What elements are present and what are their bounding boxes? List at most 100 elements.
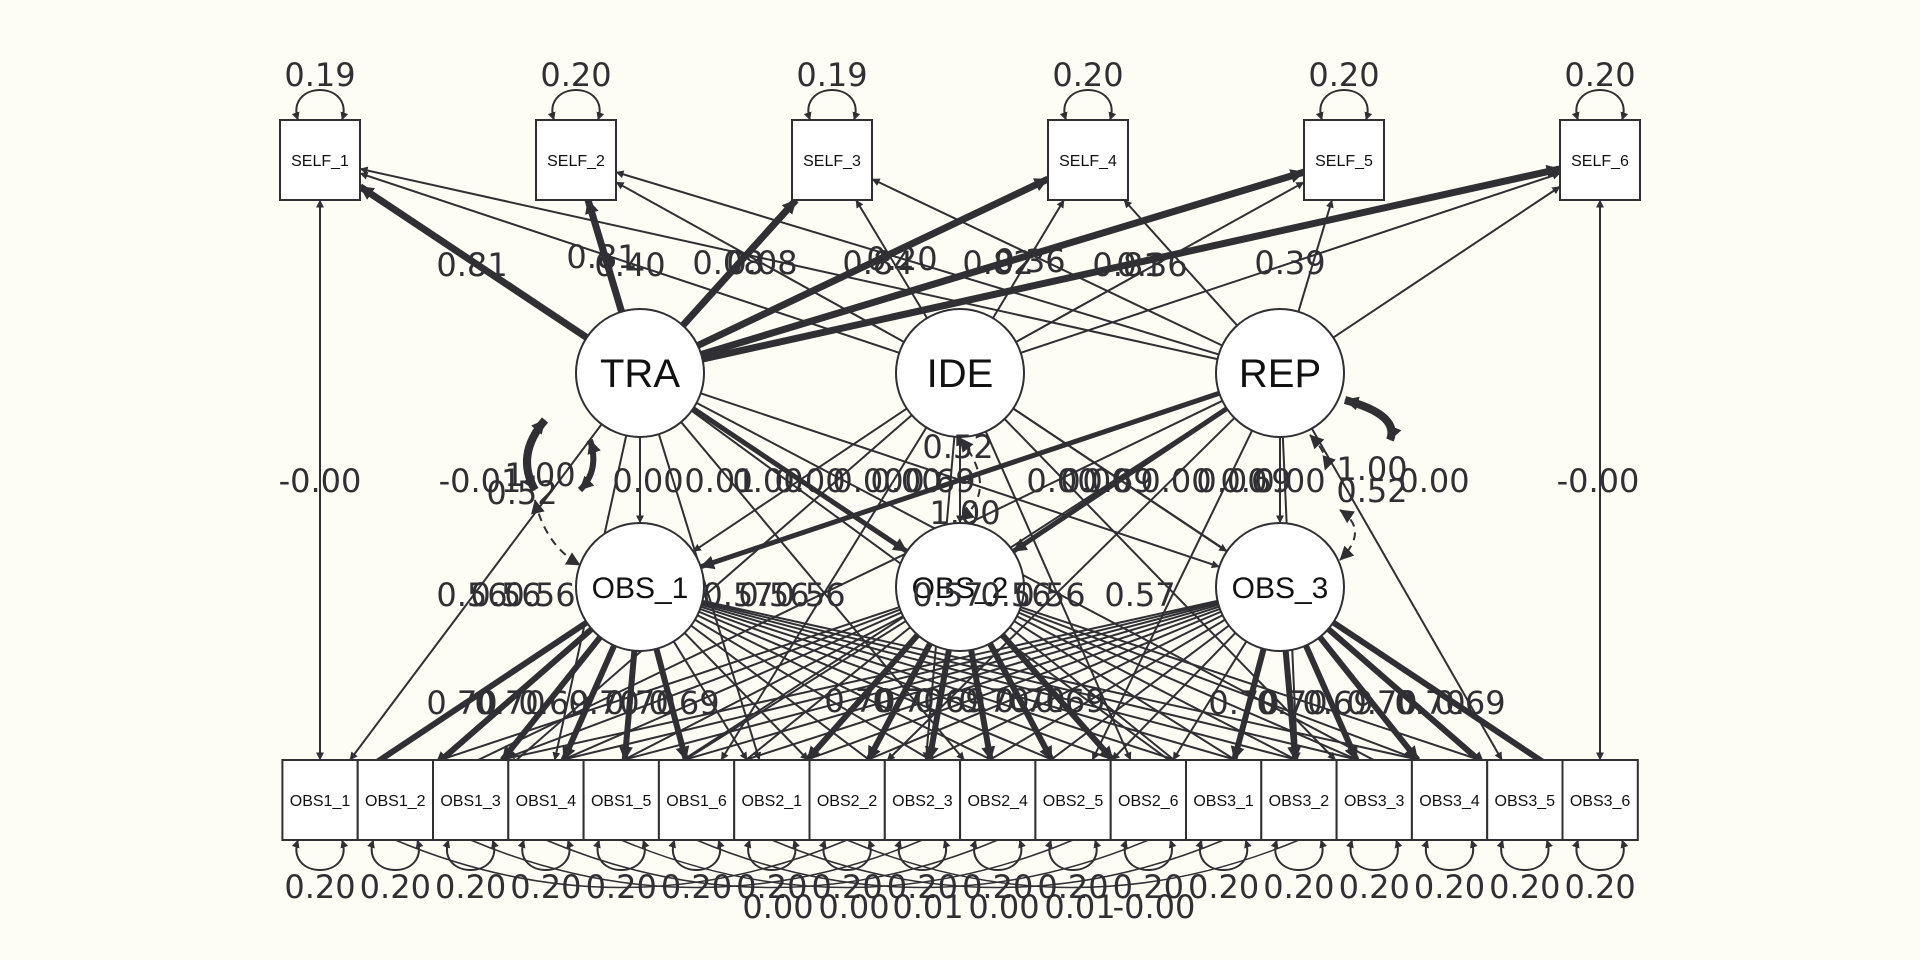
loading-path — [672, 640, 748, 761]
self-indicator-box — [535, 119, 617, 201]
coefficient-label: -0.01 — [439, 462, 522, 500]
obs-factor-node — [1215, 522, 1345, 652]
obs-indicator-box — [1260, 759, 1338, 841]
obs-factor-node — [575, 522, 705, 652]
obs-indicator-box — [959, 759, 1037, 841]
coefficient-label: 0.20 — [435, 868, 506, 906]
residual-variance-arc — [668, 839, 725, 871]
residual-variance-arc — [818, 839, 876, 871]
coefficient-label: 0.69 — [1034, 682, 1105, 720]
coefficient-label: 0.20 — [962, 868, 1033, 906]
obs-indicator-label: OBS3_3 — [1344, 793, 1405, 810]
coefficient-label: 0.20 — [866, 240, 937, 278]
loading-path — [358, 619, 589, 776]
coefficient-label: 0.70 — [1394, 684, 1465, 722]
coefficient-label: 0.01 — [892, 888, 963, 926]
cross-loading-path — [1003, 418, 1337, 761]
cross-loading-path — [509, 414, 913, 766]
coefficient-label: 0.81 — [566, 238, 637, 276]
coefficient-label: 0.20 — [1037, 868, 1108, 906]
residual-variance-arc — [1571, 89, 1629, 121]
residual-variance-arc — [517, 839, 575, 871]
loading-path — [683, 632, 809, 761]
coefficient-label: 0.52 — [486, 474, 557, 512]
loading-path — [701, 601, 1486, 793]
cross-loading-path — [1091, 430, 1253, 761]
latent-factor-label: IDE — [927, 352, 994, 396]
coefficient-label: 0.20 — [811, 868, 882, 906]
coefficient-label: 0.20 — [736, 868, 807, 906]
obs-indicator-box — [432, 759, 510, 841]
loading-path — [680, 197, 799, 328]
residual-variance-arc — [743, 839, 800, 871]
obs-indicator-box — [1185, 759, 1263, 841]
residual-variance-arc — [1059, 89, 1117, 121]
residual-variance-arc — [969, 839, 1026, 871]
self-indicator-label: SELF_3 — [803, 153, 861, 170]
residual-covariance-arc — [545, 839, 998, 889]
obs-indicator-label: OBS2_5 — [1043, 793, 1104, 810]
coefficient-label: 0.69 — [914, 682, 985, 720]
coefficient-label: 0.20 — [1188, 868, 1259, 906]
loading-path — [1317, 635, 1421, 762]
residual-variance-arc — [442, 839, 499, 871]
loading-path — [1037, 624, 1230, 771]
coefficient-label: 0.70 — [1346, 684, 1417, 722]
obs-indicator-label: OBS3_1 — [1193, 793, 1254, 810]
coefficient-label: 0.19 — [796, 56, 867, 94]
latent-factor-label: REP — [1239, 352, 1321, 396]
loading-path — [1018, 611, 1410, 784]
coefficient-label: 0.84 — [842, 244, 913, 282]
obs-indicator-label: OBS1_1 — [290, 793, 351, 810]
coefficient-label: 0.00 — [1254, 462, 1325, 500]
cross-loading-path — [657, 433, 762, 761]
coefficient-label: 0.08 — [726, 244, 797, 282]
factor-variance-arc — [1343, 396, 1402, 442]
loading-path — [359, 166, 1218, 361]
obs-indicator-box — [507, 759, 585, 841]
coefficient-label: 0.00 — [818, 888, 889, 926]
coefficient-label: 0.20 — [1113, 868, 1184, 906]
loading-path — [855, 199, 928, 319]
coefficient-label: 0.69 — [1220, 462, 1291, 500]
loading-path — [1172, 640, 1248, 761]
loading-path — [961, 618, 1226, 778]
loading-path — [1020, 171, 1561, 354]
self-indicator-box — [791, 119, 873, 201]
loading-path — [358, 183, 589, 341]
coefficient-label: 0.00 — [732, 462, 803, 500]
residual-covariance-arc — [696, 839, 1149, 889]
coefficient-label: 0.57 — [702, 576, 773, 614]
coefficient-label: 0.39 — [1254, 244, 1325, 282]
loading-path — [653, 648, 690, 761]
obs-indicator-box — [657, 759, 736, 841]
obs-indicator-label: OBS1_2 — [365, 793, 426, 810]
path-lines — [291, 89, 1629, 889]
coefficient-label: 0.20 — [586, 868, 657, 906]
coefficient-label: 0.70 — [872, 682, 943, 720]
cross-loading-path — [1310, 428, 1503, 761]
coefficient-label: 0.20 — [1339, 868, 1410, 906]
coefficient-label: 0.52 — [922, 428, 993, 466]
coefficient-label: 0.70 — [1208, 684, 1279, 722]
coefficient-label: 0.00 — [1140, 462, 1211, 500]
obs-indicator-label: OBS2_6 — [1118, 793, 1179, 810]
loading-path — [560, 644, 617, 762]
coefficient-label: 0.36 — [1116, 246, 1187, 284]
coefficient-label: 0.00 — [968, 888, 1039, 926]
loading-path — [694, 618, 959, 778]
loading-path — [433, 626, 594, 768]
cross-loading-path — [886, 417, 1236, 762]
coefficient-label: 0.40 — [594, 246, 665, 284]
coefficient-label: 0.00 — [742, 888, 813, 926]
coefficient-label: -0.00 — [1113, 888, 1196, 926]
obs-indicator-label: OBS1_4 — [516, 793, 577, 810]
obs-factor-label: OBS_2 — [912, 572, 1009, 605]
covariance-arc — [531, 499, 581, 566]
coefficient-label: 0.20 — [1564, 56, 1635, 94]
residual-variance-arc — [1315, 89, 1373, 121]
loading-path — [510, 611, 902, 784]
obs-indicator-label: OBS2_3 — [892, 793, 953, 810]
